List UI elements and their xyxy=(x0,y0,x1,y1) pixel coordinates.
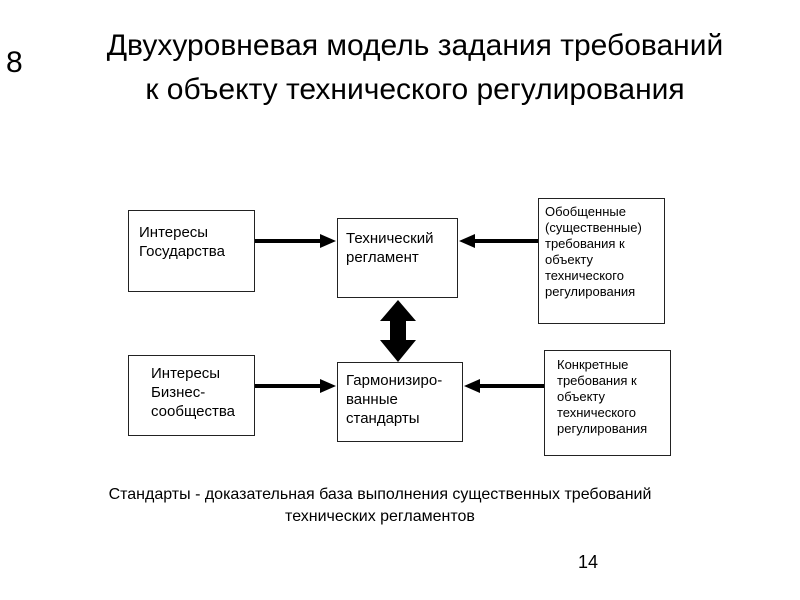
box-text: стандарты xyxy=(346,410,420,427)
box-text: Гармонизиро- xyxy=(346,372,443,389)
box-text: сообщества xyxy=(151,403,235,420)
box-text: технического xyxy=(557,405,636,420)
box-text: регламент xyxy=(346,249,419,266)
box-text: Конкретные xyxy=(557,357,629,372)
box-text: требования к xyxy=(557,373,637,388)
box-text: Интересы xyxy=(151,365,221,382)
box-text: Обобщенные xyxy=(545,204,626,219)
title-line-1: Двухуровневая модель задания требований xyxy=(106,29,724,62)
concrete-requirements-box: Конкретные требования к объекту техничес… xyxy=(544,350,671,456)
box-text: Государства xyxy=(139,243,225,260)
footnote-line-2: технических регламентов xyxy=(285,508,475,525)
slide-number: 8 xyxy=(6,46,23,79)
box-text: Интересы xyxy=(139,224,209,241)
page-number: 14 xyxy=(578,552,599,572)
bidirectional-arrow xyxy=(380,300,416,362)
box-text: Бизнес- xyxy=(151,384,206,401)
box-text: объекту xyxy=(557,389,606,404)
box-text: технического xyxy=(545,268,624,283)
box-text: Технический xyxy=(346,230,434,247)
tech-regulation-box: Технический регламент xyxy=(337,218,458,298)
arrow-general-to-regulation xyxy=(459,234,538,248)
arrow-concrete-to-standards xyxy=(464,379,544,393)
general-requirements-box: Обобщенные (существенные) требования к о… xyxy=(538,198,665,324)
title-line-2: к объекту технического регулирования xyxy=(145,73,685,106)
arrow-gov-to-regulation xyxy=(255,234,336,248)
business-interests-box: Интересы Бизнес- сообщества xyxy=(128,355,255,436)
box-text: (существенные) xyxy=(545,220,642,235)
footnote-line-1: Стандарты - доказательная база выполнени… xyxy=(108,486,652,503)
gov-interests-box: Интересы Государства xyxy=(128,210,255,292)
box-text: регулирования xyxy=(557,421,648,436)
box-text: объекту xyxy=(545,252,594,267)
box-text: регулирования xyxy=(545,284,636,299)
harmonized-standards-box: Гармонизиро- ванные стандарты xyxy=(337,362,463,442)
arrow-business-to-standards xyxy=(255,379,336,393)
box-text: ванные xyxy=(346,391,398,408)
box-text: требования к xyxy=(545,236,625,251)
